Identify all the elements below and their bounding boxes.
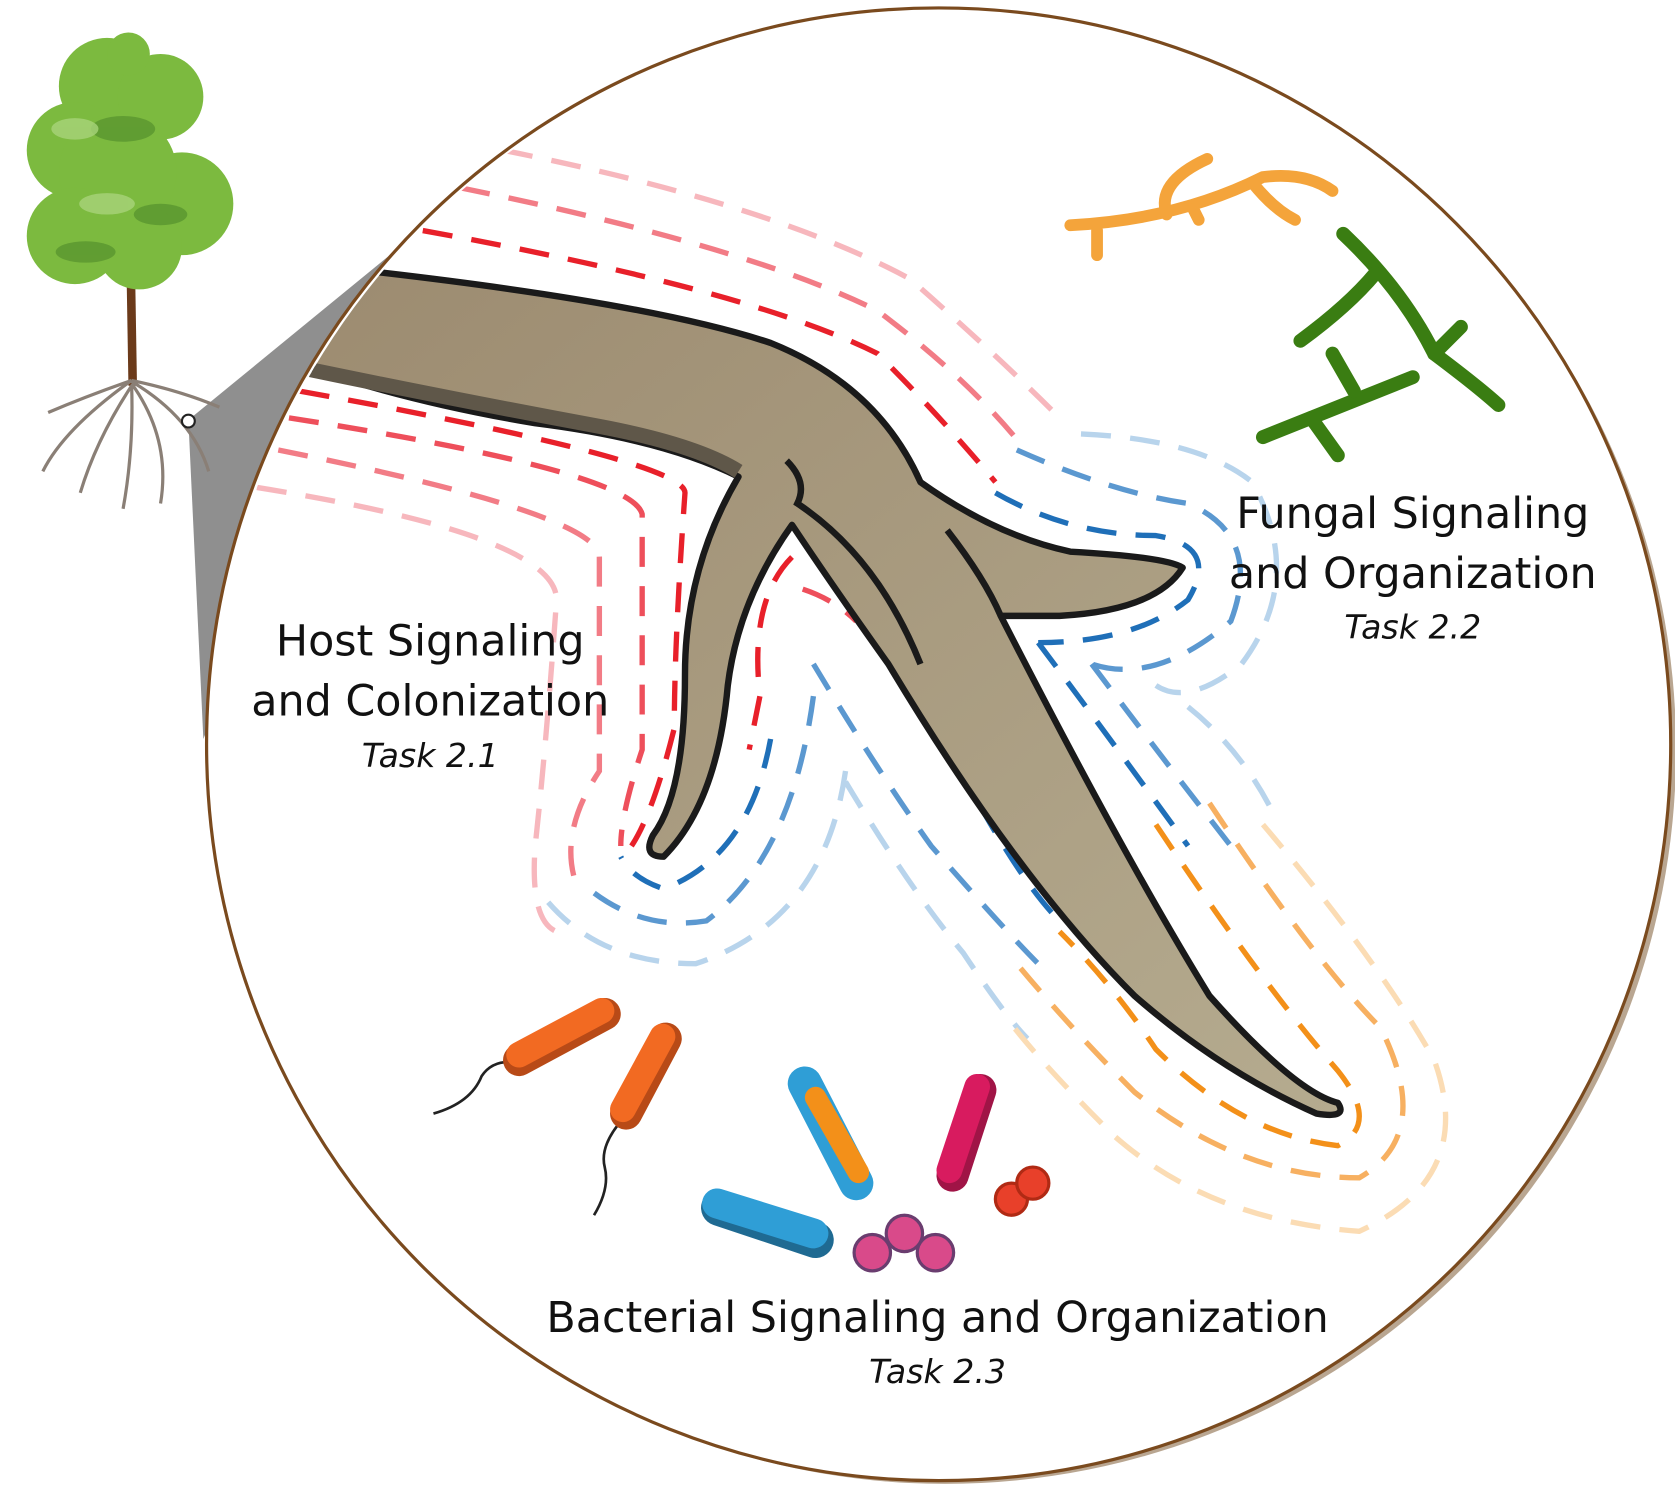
zoom-point: [180, 413, 196, 429]
host-task-label: Task 2.1: [362, 736, 499, 775]
tree-icon: [26, 32, 234, 510]
fungal-label-line1: Fungal Signaling: [1236, 489, 1589, 539]
tree-roots: [41, 378, 221, 510]
bacterial-signal-waves: [1003, 801, 1449, 1234]
host-label-line2: and Colonization: [251, 676, 609, 726]
fungal-label-line2: and Organization: [1229, 549, 1597, 599]
root-illustration: [296, 262, 1344, 1119]
bacterial-task-label: Task 2.3: [869, 1352, 1006, 1391]
fungal-hyphae-green: [1255, 226, 1506, 463]
bacterial-label: Bacterial Signaling and Organization: [546, 1293, 1328, 1343]
bacteria-group: [433, 997, 1051, 1273]
host-label-line1: Host Signaling: [276, 616, 585, 666]
fungal-task-label: Task 2.2: [1344, 607, 1481, 646]
fungal-hyphae-orange: [1064, 152, 1339, 262]
